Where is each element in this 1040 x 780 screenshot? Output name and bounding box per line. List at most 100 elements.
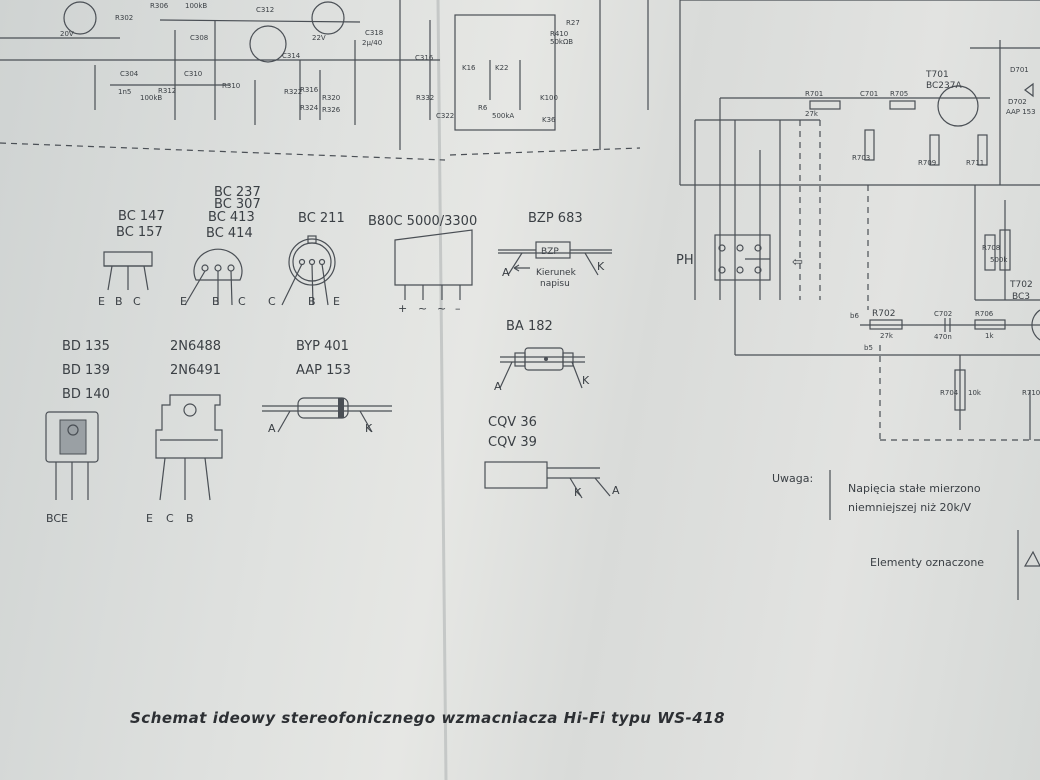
package-ba182: BA 182 A K — [494, 319, 590, 393]
diagram-label: 20V — [60, 30, 74, 38]
diagram-label: B80C 5000/3300 — [368, 214, 477, 229]
diagram-label: R6 — [478, 104, 488, 112]
arrow-icon: ⇦ — [792, 255, 803, 270]
diagram-label: + — [398, 302, 407, 315]
diagram-label: 27k — [880, 332, 894, 340]
diagram-label: 50kΩB — [550, 38, 573, 46]
diagram-label: E — [333, 295, 340, 308]
diagram-label: K — [365, 422, 373, 435]
diagram-label: A — [612, 484, 620, 497]
diagram-label: 27k — [805, 110, 819, 118]
diagram-label: CQV 39 — [488, 435, 537, 450]
diagram-label: R306 — [150, 2, 169, 10]
diagram-label: A — [494, 380, 502, 393]
diagram-label: R702 — [872, 309, 895, 319]
fold-line — [436, 0, 448, 780]
diagram-label: K16 — [462, 64, 476, 72]
diagram-label: CQV 36 — [488, 415, 537, 430]
diagram-label: BC 414 — [206, 226, 253, 241]
diagram-label: D701 — [1010, 66, 1029, 74]
diagram-label: BD 139 — [62, 363, 110, 378]
note-line-3: Elementy oznaczone — [870, 556, 984, 569]
diagram-label: R711 — [966, 159, 984, 167]
diagram-label: R310 — [222, 82, 240, 90]
diagram-label: R706 — [975, 310, 994, 318]
diagram-label: ~ — [437, 302, 446, 315]
diagram-label: A — [502, 266, 510, 279]
diagram-label: BC3 — [1012, 292, 1030, 302]
diagram-label: 2N6491 — [170, 363, 221, 378]
diagram-label: Kierunek — [536, 268, 577, 278]
package-bzp683: BZP 683 BZP A K Kierunek napisu — [498, 211, 612, 289]
diagram-label: R710 — [1022, 389, 1040, 397]
diagram-label: R324 — [300, 104, 319, 112]
diagram-label: 2µ/40 — [362, 39, 382, 47]
package-bd135: BD 135 BD 139 BD 140 BCE — [45, 339, 110, 525]
right-schematic-labels: PH ⇦ T701 BC237A R701 27k C701 R705 R703… — [676, 66, 1040, 397]
note-line-1: Napięcia stałe mierzono — [848, 482, 981, 495]
diagram-label: B — [308, 295, 316, 308]
diagram-label: K22 — [495, 64, 509, 72]
diagram-label: R701 — [805, 90, 823, 98]
diagram-label: A — [268, 422, 276, 435]
diagram-label: C702 — [934, 310, 952, 318]
diagram-label: BZP 683 — [528, 211, 583, 226]
diagram-label: R27 — [566, 19, 580, 27]
diagram-label: 22V — [312, 34, 326, 42]
diagram-label: C304 — [120, 70, 139, 78]
diagram-label: K — [582, 374, 590, 387]
diagram-label: R705 — [890, 90, 908, 98]
diagram-label: K — [574, 486, 582, 499]
diagram-label: BD 140 — [62, 387, 110, 402]
diagram-label: 100kB — [140, 94, 162, 102]
diagram-label: 470n — [934, 333, 952, 341]
top-schematic-fragment — [0, 0, 641, 161]
diagram-label: R322 — [284, 88, 302, 96]
diagram-label: R708 — [982, 244, 1000, 252]
diagram-label: C — [268, 295, 276, 308]
note-line-2: niemniejszej niż 20k/V — [848, 501, 972, 514]
diagram-label: 2N6488 — [170, 339, 221, 354]
diagram-label: K — [597, 260, 605, 273]
diagram-label: E — [98, 295, 105, 308]
package-b80c: B80C 5000/3300 + ~ ~ – — [368, 214, 477, 315]
diagram-label: R320 — [322, 94, 340, 102]
diagram-label: BD 135 — [62, 339, 110, 354]
diagram-label: BC 211 — [298, 211, 345, 226]
diagram-label: R332 — [416, 94, 434, 102]
package-bc147: BC 147 BC 157 E B C — [98, 209, 165, 308]
diagram-label: BC237A — [926, 81, 962, 91]
diagram-label: BC 147 — [118, 209, 165, 224]
package-bc211: BC 211 C B E — [268, 211, 345, 308]
diagram-title: Schemat ideowy stereofonicznego wzmacnia… — [130, 709, 725, 727]
diagram-label: – — [455, 302, 461, 315]
diagram-label: BA 182 — [506, 319, 553, 334]
diagram-label: napisu — [540, 279, 570, 289]
top-schematic-labels: R306 100kB C312 C308 R302 C304 1n5 R312 … — [60, 2, 580, 124]
diagram-label: 1n5 — [118, 88, 131, 96]
diagram-label: T702 — [1009, 280, 1033, 290]
diagram-label: R316 — [300, 86, 319, 94]
diagram-label: R704 — [940, 389, 959, 397]
diagram-label: K36 — [542, 116, 556, 124]
diagram-label: C316 — [415, 54, 434, 62]
diagram-label: C310 — [184, 70, 202, 78]
package-bc237: BC 237 BC 307 BC 413 BC 414 E B C — [180, 185, 261, 308]
diagram-label: 10k — [968, 389, 982, 397]
diagram-label: 500kA — [492, 112, 514, 120]
diagram-label: C318 — [365, 29, 383, 37]
diagram-label: BC 413 — [208, 210, 255, 225]
diagram-label: R709 — [918, 159, 936, 167]
diagram-label: C322 — [436, 112, 454, 120]
diagram-label: 500k — [990, 256, 1008, 264]
diagram-label: ~ — [418, 302, 427, 315]
diagram-label: b6 — [850, 312, 859, 320]
diagram-label: BC 157 — [116, 225, 163, 240]
ph-label: PH — [676, 253, 694, 268]
package-cqv36: CQV 36 CQV 39 K A — [484, 415, 620, 499]
diagram-label: BZP — [541, 247, 559, 257]
diagram-label: B — [212, 295, 220, 308]
diagram-label: BYP 401 — [296, 339, 349, 354]
